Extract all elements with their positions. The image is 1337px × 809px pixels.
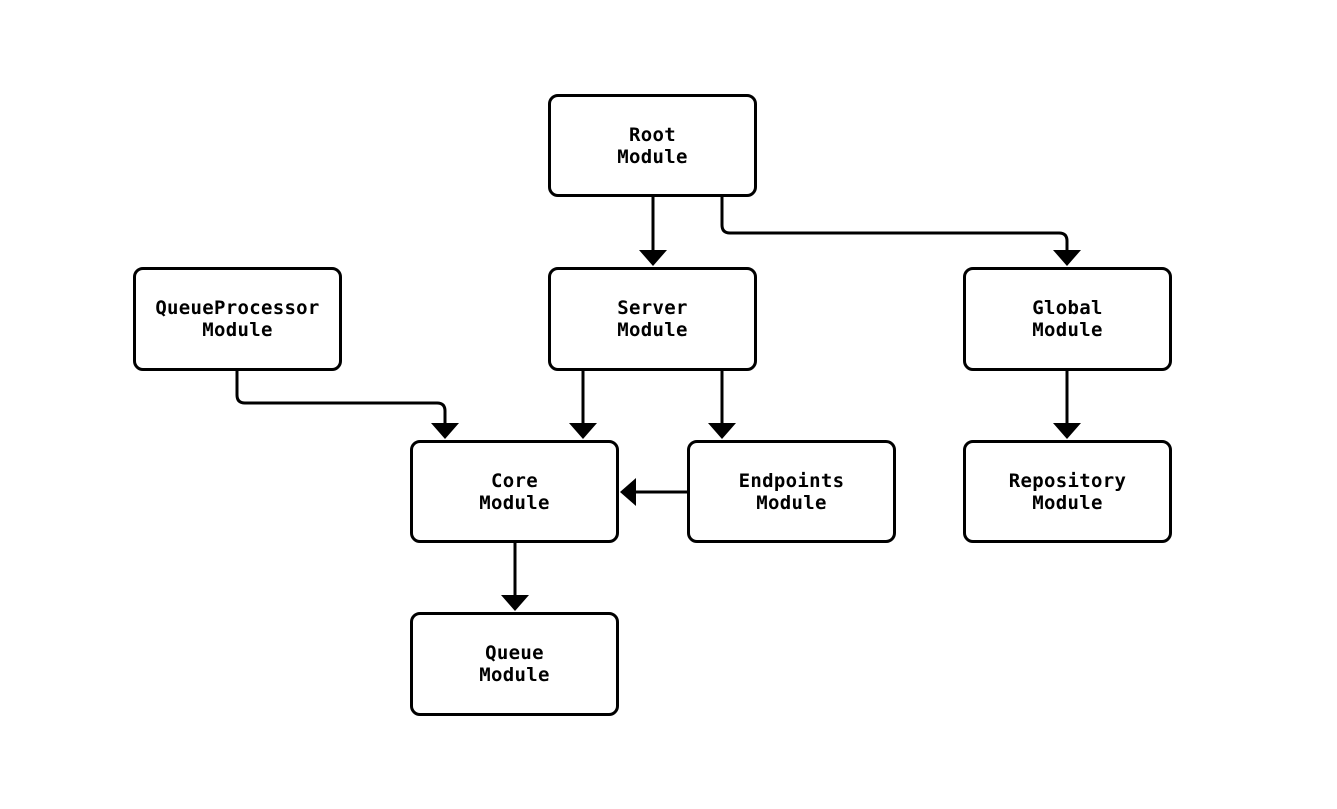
node-label: Global Module xyxy=(1032,297,1103,341)
arrowhead-down-icon xyxy=(1053,250,1081,266)
node-endpoints-module: Endpoints Module xyxy=(687,440,896,543)
arrowhead-down-icon xyxy=(569,423,597,439)
node-global-module: Global Module xyxy=(963,267,1172,371)
edge-core-to-queue xyxy=(501,543,529,611)
arrowhead-down-icon xyxy=(431,423,459,439)
arrowhead-left-icon xyxy=(620,478,636,506)
node-label: Endpoints Module xyxy=(738,469,845,514)
edge-root-to-server xyxy=(639,197,667,266)
node-repository-module: Repository Module xyxy=(963,440,1172,543)
arrowhead-down-icon xyxy=(501,595,529,611)
node-label: Queue Module xyxy=(479,642,550,686)
edge-server-to-endpoints xyxy=(708,371,736,439)
node-label: QueueProcessor Module xyxy=(155,297,320,341)
edge-global-to-repository xyxy=(1053,371,1081,439)
node-root-module: Root Module xyxy=(548,94,757,197)
arrowhead-down-icon xyxy=(1053,423,1081,439)
node-label: Server Module xyxy=(617,297,688,341)
arrowhead-down-icon xyxy=(708,423,736,439)
arrowhead-down-icon xyxy=(639,250,667,266)
edge-server-to-core xyxy=(569,371,597,439)
node-label: Root Module xyxy=(617,123,688,168)
edge-endpoints-to-core xyxy=(620,478,687,506)
node-label: Repository Module xyxy=(1008,469,1127,514)
node-core-module: Core Module xyxy=(410,440,619,543)
node-queue-module: Queue Module xyxy=(410,612,619,716)
node-queueprocessor-module: QueueProcessor Module xyxy=(133,267,342,371)
edge-queueprocessor-to-core xyxy=(235,371,459,439)
node-label: Core Module xyxy=(479,469,550,514)
edge-root-to-global xyxy=(720,197,1081,266)
node-server-module: Server Module xyxy=(548,267,757,371)
